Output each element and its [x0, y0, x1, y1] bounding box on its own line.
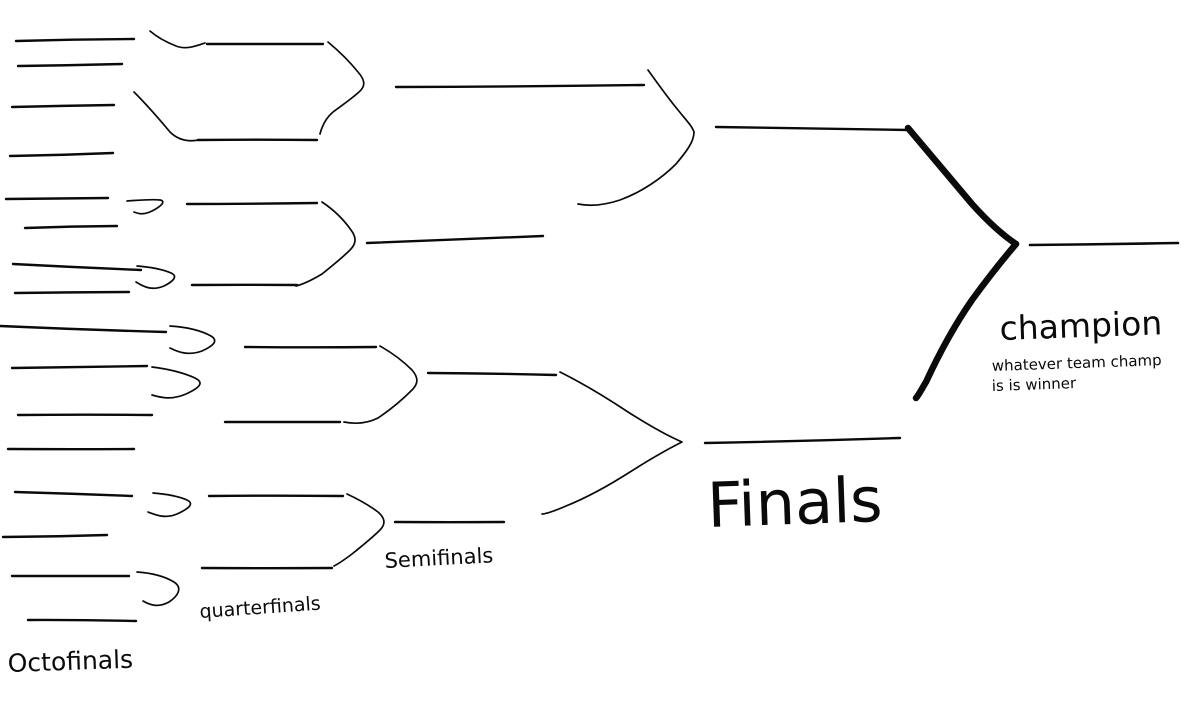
champion-note-line1: whatever team champ: [992, 351, 1162, 375]
bracket-slot-octofinals-10: [10, 364, 149, 370]
bracket-connector-final-to-champion-15: [904, 124, 1020, 248]
bracket-slot-semifinals-1: [394, 83, 646, 89]
bracket-connector-quarter-to-semi-10: [295, 201, 356, 287]
bracket-connector-octo-to-quarter-1: [149, 30, 206, 49]
bracket-connector-octo-to-quarter-7: [147, 492, 192, 518]
semifinals-label: Semifinals: [384, 543, 494, 573]
bracket-connector-octo-to-quarter-8: [136, 571, 180, 607]
bracket-connector-octo-to-quarter-5: [169, 325, 216, 355]
bracket-slot-octofinals-4: [8, 151, 115, 158]
bracket-slot-quarterfinals-3: [185, 201, 319, 206]
bracket-connector-final-to-champion-16: [912, 240, 1020, 402]
bracket-connector-quarter-to-semi-11: [343, 345, 418, 425]
bracket-connector-lines: [126, 30, 1020, 607]
bracket-slot-octofinals-8: [13, 290, 131, 295]
bracket-slot-finals-1: [714, 125, 910, 132]
bracket-slot-octofinals-16: [26, 618, 138, 623]
bracket-slot-octofinals-7: [11, 262, 143, 272]
bracket-slot-semifinals-2: [365, 234, 545, 245]
bracket-slot-octofinals-5: [4, 196, 110, 201]
bracket-connector-quarter-to-semi-12: [333, 493, 385, 567]
bracket-connector-octo-to-quarter-2: [133, 91, 200, 142]
bracket-slot-octofinals-14: [1, 533, 109, 539]
bracket-connector-semi-to-final-13: [577, 69, 695, 207]
bracket-connector-octo-to-quarter-4: [135, 265, 176, 290]
champion-label: champion: [999, 303, 1163, 348]
bracket-connector-octo-to-quarter-3: [126, 198, 164, 215]
bracket-slot-lines: [0, 37, 1180, 623]
bracket-slot-octofinals-3: [10, 103, 116, 109]
bracket-connector-quarter-to-semi-9: [319, 41, 365, 135]
octofinals-label: Octofinals: [7, 645, 133, 678]
bracket-slot-octofinals-13: [13, 490, 134, 498]
bracket-connector-octo-to-quarter-6: [151, 366, 201, 399]
bracket-slot-octofinals-9: [0, 324, 168, 334]
bracket-slot-finals-2: [703, 436, 902, 445]
bracket-slot-semifinals-3: [426, 371, 558, 377]
bracket-text-annotations: OctofinalsquarterfinalsSemifinalsFinalsc…: [7, 303, 1163, 678]
bracket-slot-champion-1: [1028, 241, 1180, 247]
bracket-connector-semi-to-final-14: [541, 371, 683, 515]
bracket-slot-octofinals-1: [14, 37, 136, 43]
champion-note-line2: is is winner: [992, 374, 1078, 395]
bracket-slot-octofinals-6: [23, 224, 119, 230]
finals-label: Finals: [706, 463, 884, 542]
bracket-slot-octofinals-2: [16, 62, 124, 68]
